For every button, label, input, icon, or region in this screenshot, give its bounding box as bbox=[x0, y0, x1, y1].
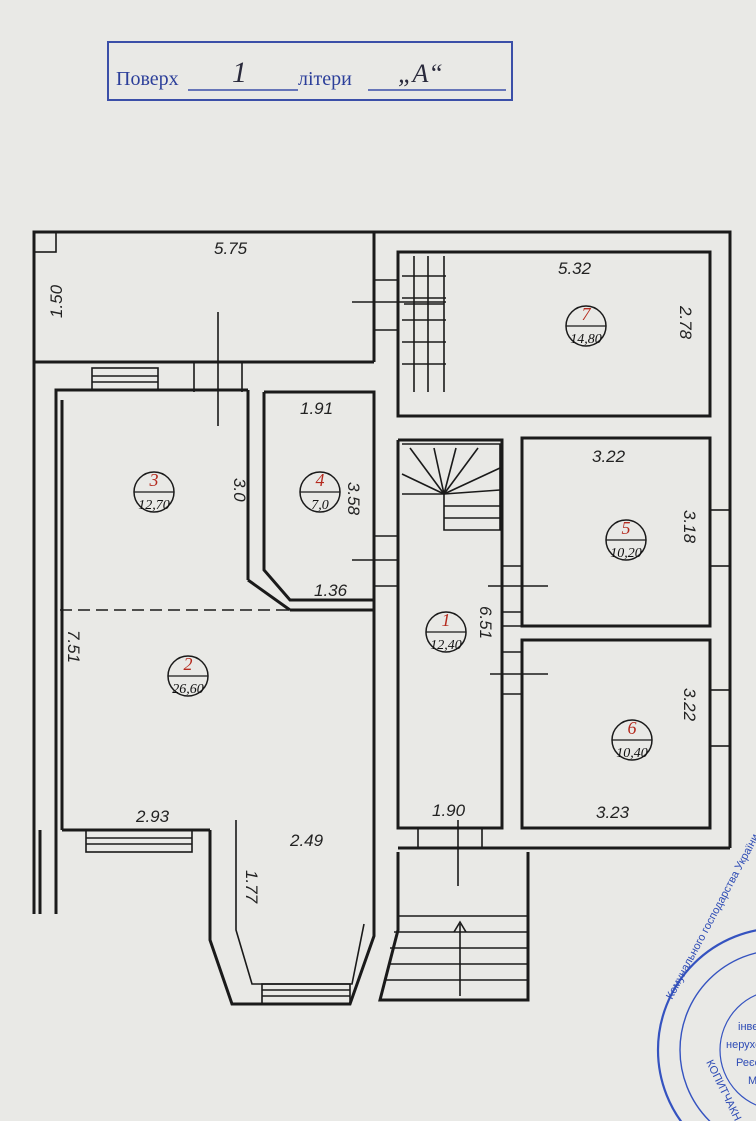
room-4-area: 7,0 bbox=[311, 498, 329, 513]
dim-room4-bottom: 1.36 bbox=[314, 581, 348, 600]
windows bbox=[85, 367, 731, 1005]
dimension-labels: 5.75 1.50 5.32 2.78 1.91 3.0 3.58 1.36 3… bbox=[47, 239, 699, 904]
stamp-line-2: нерухо bbox=[726, 1039, 756, 1051]
dim-room6-depth: 3.22 bbox=[680, 688, 699, 722]
room-6-label: 6 10,40 bbox=[611, 718, 653, 761]
dim-room7-width: 5.32 bbox=[558, 259, 592, 278]
dim-top-width: 5.75 bbox=[214, 239, 248, 258]
entrance-steps bbox=[384, 915, 528, 996]
room-6-number: 6 bbox=[628, 718, 637, 738]
room-5-number: 5 bbox=[622, 518, 631, 538]
room-3-area: 12,70 bbox=[138, 498, 170, 513]
walls bbox=[32, 230, 732, 1006]
room-3-label: 3 12,70 bbox=[133, 470, 175, 513]
room-7-number: 7 bbox=[582, 304, 592, 324]
dim-left-top: 1.50 bbox=[47, 284, 66, 318]
doors bbox=[193, 279, 548, 886]
dim-bay-depth: 1.77 bbox=[242, 870, 261, 904]
room-1-number: 1 bbox=[442, 610, 451, 630]
dim-corridor-width: 1.90 bbox=[432, 801, 466, 820]
official-stamp: Комунального господарства України • Атес… bbox=[656, 734, 756, 1121]
dim-left-depth: 7.51 bbox=[64, 630, 83, 663]
room-2-area: 26,60 bbox=[172, 682, 204, 697]
room-2-number: 2 bbox=[184, 654, 193, 674]
floor-label: Поверх bbox=[116, 68, 179, 90]
room-7-label: 7 14,80 bbox=[565, 304, 607, 347]
room-2-label: 2 26,60 bbox=[167, 654, 209, 697]
dim-corridor-depth: 6.51 bbox=[476, 606, 495, 639]
room-5-area: 10,20 bbox=[610, 546, 642, 561]
dim-room5-depth: 3.18 bbox=[680, 510, 699, 544]
room-4-number: 4 bbox=[316, 470, 325, 490]
dim-room4-width: 1.91 bbox=[300, 399, 333, 418]
dim-room6-width: 3.23 bbox=[596, 803, 630, 822]
dim-room5-width: 3.22 bbox=[592, 447, 626, 466]
staircase-corridor bbox=[401, 443, 501, 531]
room-7-area: 14,80 bbox=[570, 332, 602, 347]
dim-room2-bottom: 2.93 bbox=[135, 807, 170, 826]
floor-value: 1 bbox=[232, 56, 247, 89]
stamp-line-3: Реєст bbox=[736, 1057, 756, 1069]
staircase-room7 bbox=[402, 256, 446, 392]
header-box: Поверх 1 літери „А“ bbox=[107, 41, 513, 101]
dim-room7-depth: 2.78 bbox=[676, 305, 695, 340]
room-6-area: 10,40 bbox=[616, 746, 648, 761]
room-4-label: 4 7,0 bbox=[299, 470, 341, 513]
room-1-label: 1 12,40 bbox=[425, 610, 467, 653]
stamp-line-1: інве bbox=[738, 1021, 756, 1033]
dim-room4-depth: 3.58 bbox=[344, 482, 363, 516]
room-3-number: 3 bbox=[149, 470, 159, 490]
letter-value: „А“ bbox=[398, 59, 443, 88]
letter-label: літери bbox=[298, 68, 352, 90]
room-5-label: 5 10,20 bbox=[605, 518, 647, 561]
stamp-line-4: М bbox=[748, 1075, 756, 1087]
dim-room2-right: 2.49 bbox=[289, 831, 324, 850]
room-1-area: 12,40 bbox=[430, 638, 462, 653]
dim-room3-depth: 3.0 bbox=[230, 478, 249, 502]
